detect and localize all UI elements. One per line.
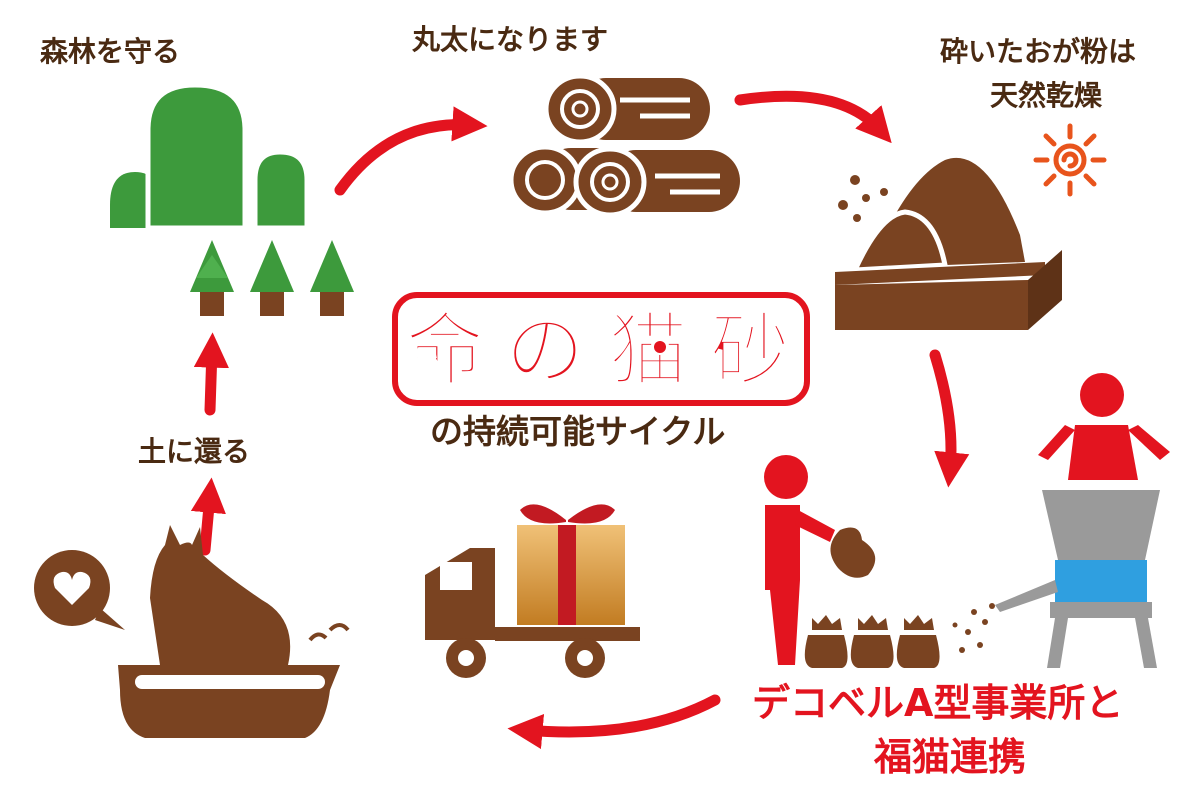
title-subtitle: の持続可能サイクル <box>430 412 726 451</box>
gift-icon <box>517 504 625 625</box>
worker-icon <box>764 455 835 665</box>
sapling-icon <box>190 240 234 316</box>
cat-face-icon <box>413 347 439 380</box>
truck-icon <box>425 548 640 678</box>
title-logo: 命 の 猫 砂 <box>392 292 810 406</box>
arrow-workshop-to-delivery <box>507 694 721 750</box>
step-label-dry-line1: 砕いたおが粉は <box>940 35 1137 68</box>
arrow-sawdust-to-workshop <box>929 349 970 488</box>
title-char: 命 <box>405 304 485 397</box>
arrow-soil-to-forest <box>193 332 230 416</box>
step-label-soil: 土に還る <box>138 435 251 468</box>
grinder-icon <box>995 490 1160 668</box>
arrow-logs-to-sawdust <box>734 90 892 144</box>
arrow-forest-to-logs <box>334 106 488 196</box>
sapling-icon <box>310 240 354 316</box>
heart-icon <box>53 571 91 605</box>
paw-icon <box>651 337 669 355</box>
step-label-dry-line2: 天然乾燥 <box>990 79 1103 112</box>
step-label-logs: 丸太になります <box>412 23 609 56</box>
sawdust-icon <box>835 157 1062 330</box>
cat-litter-icon <box>118 525 350 738</box>
organization-line1: デコベルA型事業所と <box>752 681 1124 725</box>
arrow-cat-to-soil <box>190 477 226 556</box>
dust-particles <box>952 603 995 653</box>
title-char: 猫 <box>608 304 688 397</box>
worker-icon <box>1038 373 1170 480</box>
bag-icon <box>830 527 876 578</box>
heart-bubble <box>34 550 125 630</box>
sapling-icon <box>250 240 294 316</box>
sun-icon <box>1033 123 1107 197</box>
bag-icon <box>804 615 848 668</box>
logs-icon <box>508 73 740 218</box>
bag-row <box>804 615 940 668</box>
organization-line2: 福猫連携 <box>874 735 1027 779</box>
cycle-arrows <box>190 90 970 750</box>
step-label-forest: 森林を守る <box>40 35 181 68</box>
forest-icon <box>110 82 354 316</box>
title-char: 砂 <box>710 304 790 397</box>
bag-icon <box>850 615 894 668</box>
bag-icon <box>896 615 940 668</box>
title-char: の <box>505 304 585 397</box>
